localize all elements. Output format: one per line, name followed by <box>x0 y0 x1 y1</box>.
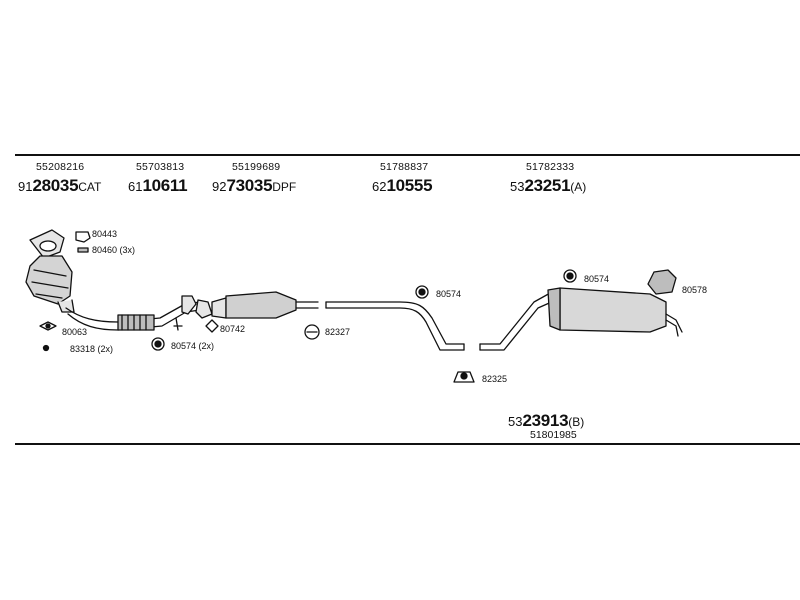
part-main: 28035 <box>32 175 79 195</box>
part-suffix: DPF <box>272 179 297 194</box>
label-80578: 80578 <box>682 285 708 295</box>
label-82325: 82325 <box>482 374 508 384</box>
clamp-icon <box>304 324 320 340</box>
gasket-icon <box>75 231 91 243</box>
part-prefix: 92 <box>212 178 227 194</box>
bottom-rule <box>15 443 800 445</box>
part-main: 73035 <box>226 175 273 195</box>
rubber-hanger-icon <box>151 337 165 351</box>
part-suffix: (B) <box>568 415 585 429</box>
part-main: 10611 <box>142 175 188 195</box>
oe-number: 55199689 <box>232 161 281 173</box>
bottom-oe-number: 51801985 <box>530 429 577 441</box>
part-main: 23251 <box>524 175 571 195</box>
label-83318: 83318 (2x) <box>70 344 114 354</box>
oe-number: 51788837 <box>380 161 429 173</box>
oe-number: 55703813 <box>136 161 185 173</box>
rubber-hanger-icon <box>415 285 429 299</box>
label-80742: 80742 <box>220 324 246 334</box>
header-part-rear[interactable]: 51782333 5323251(A) <box>510 162 586 194</box>
catalytic-converter[interactable] <box>25 229 75 313</box>
bolt-icon <box>77 247 89 253</box>
part-main: 10555 <box>386 175 433 195</box>
part-prefix: 61 <box>128 178 143 194</box>
front-pipe[interactable] <box>65 295 213 331</box>
part-prefix: 91 <box>18 178 33 194</box>
nut-icon <box>42 344 50 352</box>
label-82327: 82327 <box>325 327 351 337</box>
rubber-hanger-icon <box>563 269 577 283</box>
clamp-icon <box>453 371 475 383</box>
heat-shield-icon <box>647 269 677 295</box>
label-80574-middle: 80574 <box>436 289 462 299</box>
part-suffix: (A) <box>570 179 587 194</box>
gasket-icon <box>205 319 219 333</box>
part-suffix: CAT <box>78 179 102 194</box>
top-rule <box>15 154 800 156</box>
header-part-dpf[interactable]: 55199689 9273035DPF <box>212 162 296 194</box>
part-prefix: 53 <box>508 414 523 429</box>
gasket-icon <box>39 321 57 331</box>
header-part-pipe[interactable]: 55703813 6110611 <box>128 161 188 195</box>
oe-number: 55208216 <box>36 161 85 173</box>
part-prefix: 62 <box>372 178 387 194</box>
oe-number: 51782333 <box>526 161 575 173</box>
label-80443: 80443 <box>92 229 118 239</box>
sensor-marker <box>173 317 183 331</box>
header-part-cat[interactable]: 55208216 9128035CAT <box>18 162 101 194</box>
middle-pipe[interactable] <box>325 301 465 351</box>
part-main: 23913 <box>522 411 569 430</box>
label-80574-rear: 80574 <box>584 274 610 284</box>
label-80063: 80063 <box>62 327 88 337</box>
diesel-particulate-filter[interactable] <box>211 291 319 319</box>
label-80460: 80460 (3x) <box>92 245 136 255</box>
rear-silencer[interactable] <box>479 287 683 351</box>
bottom-part-number[interactable]: 5323913(B) <box>508 412 584 429</box>
part-prefix: 53 <box>510 178 525 194</box>
label-80574-2x: 80574 (2x) <box>171 341 215 351</box>
header-part-middle[interactable]: 51788837 6210555 <box>372 161 433 195</box>
